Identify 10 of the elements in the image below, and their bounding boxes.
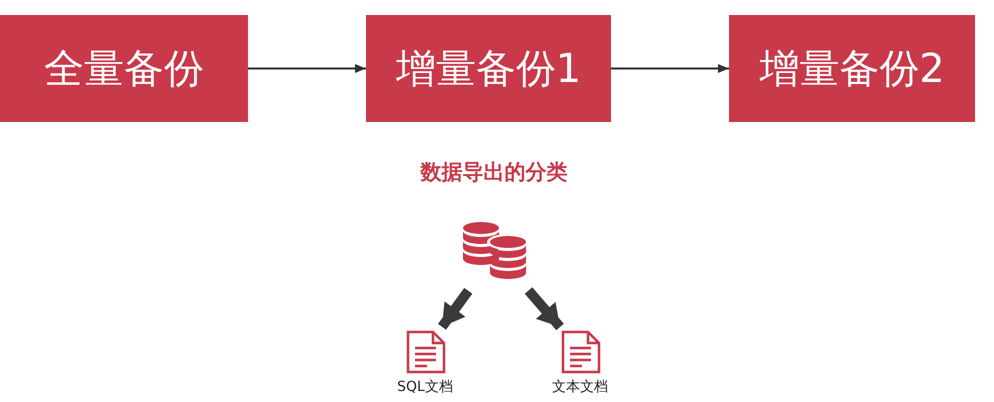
process-box: 增量备份1 — [366, 15, 611, 122]
section-heading: 数据导出的分类 — [420, 160, 568, 184]
document-label: 文本文档 — [551, 378, 609, 396]
arrow — [248, 64, 366, 73]
arrow — [611, 64, 729, 73]
process-box: 增量备份2 — [729, 15, 975, 122]
arrow — [438, 288, 472, 330]
arrow — [524, 287, 564, 330]
document-label: SQL文档 — [396, 378, 454, 396]
process-box: 全量备份 — [0, 15, 248, 122]
